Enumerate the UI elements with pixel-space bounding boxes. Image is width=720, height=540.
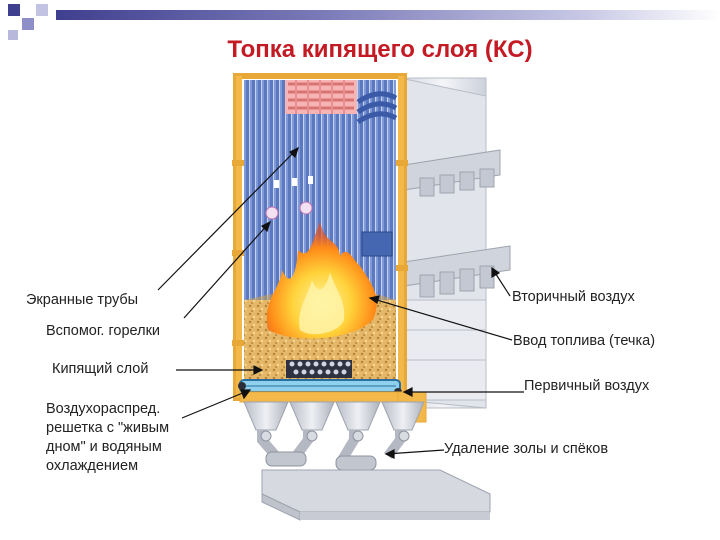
leader-lines <box>157 146 524 459</box>
auxiliary-burners <box>265 176 313 220</box>
label-air-distributor-line1: Воздухораспред. <box>46 401 161 417</box>
page-title: Топка кипящего слоя (КС) <box>227 36 533 63</box>
grate-balls <box>286 360 352 378</box>
boiler-housing <box>399 77 511 409</box>
label-primary-air: Первичный воздух <box>524 378 650 394</box>
label-auxiliary-burners: Вспомог. горелки <box>46 323 161 339</box>
label-air-distributor-line3: дном" и водяным <box>46 439 162 455</box>
header-accent-bar <box>56 10 720 20</box>
label-screen-tubes: Экранные трубы <box>26 292 139 308</box>
economizer-coils <box>356 91 398 125</box>
fuel-inlet-box <box>361 231 393 257</box>
ash-removal-pipes <box>257 430 410 471</box>
conveyor-base <box>261 469 491 521</box>
label-air-distributor-line4: охлаждением <box>46 458 139 474</box>
label-fluidized-bed: Кипящий слой <box>52 361 149 377</box>
label-secondary-air: Вторичный воздух <box>512 289 635 305</box>
ash-hoppers <box>243 401 425 431</box>
label-air-distributor-line2: решетка с "живым <box>46 420 170 436</box>
label-fuel-input: Ввод топлива (течка) <box>513 333 656 349</box>
corner-squares-decoration <box>0 0 60 44</box>
label-ash-removal: Удаление золы и спёков <box>444 441 609 457</box>
superheater-coils <box>285 80 357 114</box>
flame <box>266 222 377 339</box>
label-air-distributor: Воздухораспред. решетка с "живым дном" и… <box>46 400 169 476</box>
secondary-air-duct-lower <box>403 245 511 298</box>
